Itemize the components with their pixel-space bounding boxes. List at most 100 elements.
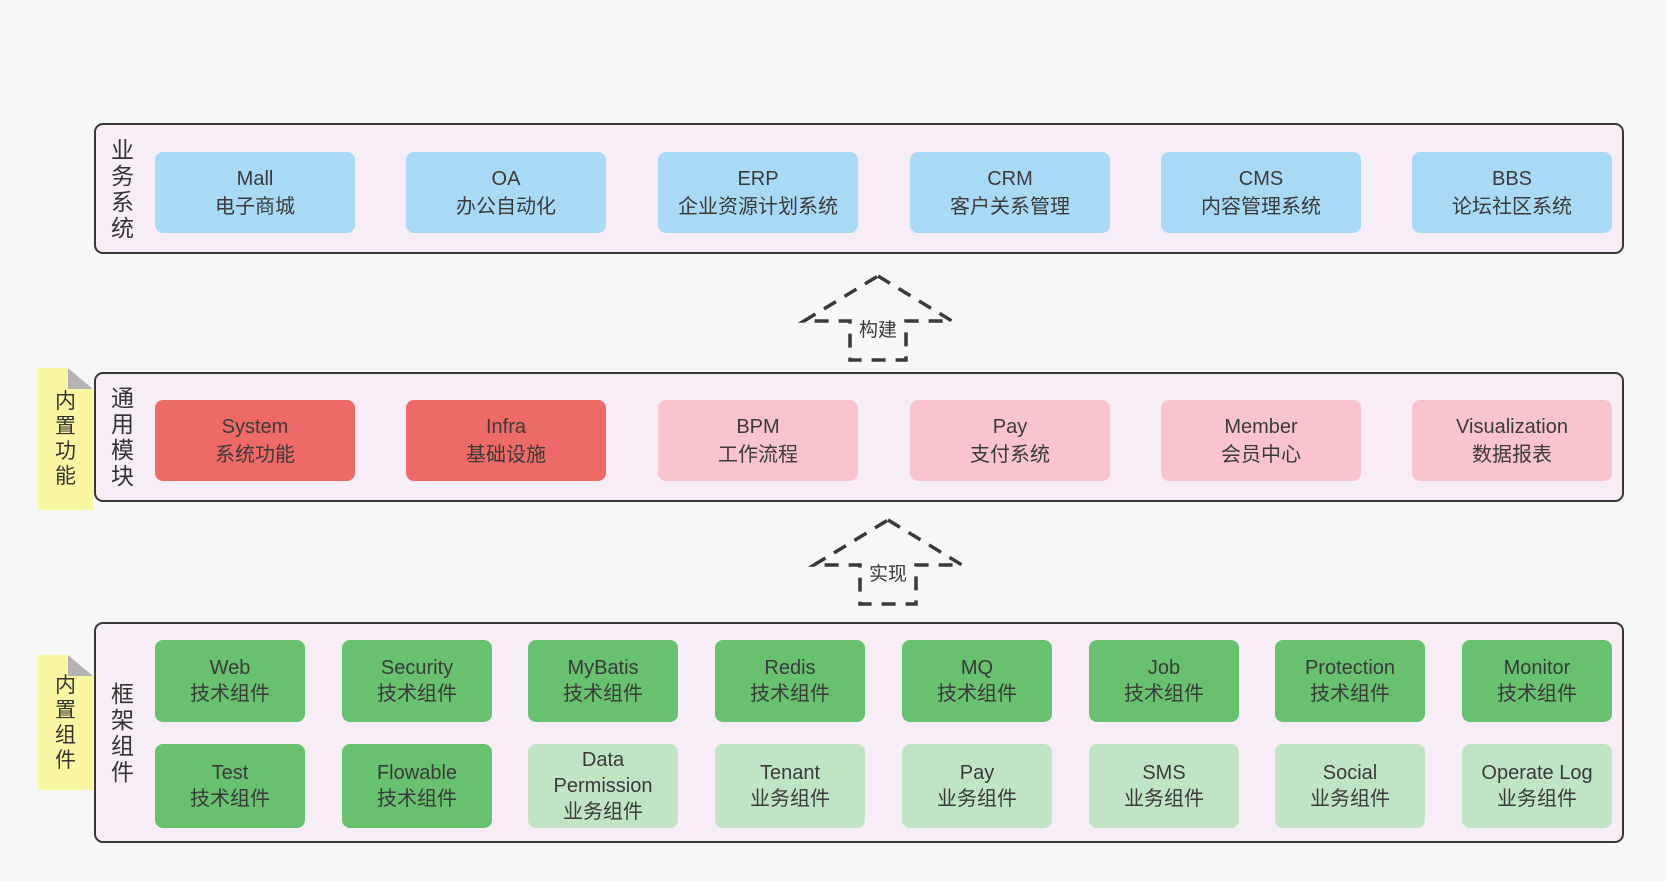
box-title: Operate Log xyxy=(1481,762,1593,784)
component-box-job: Job 技术组件 xyxy=(1089,640,1239,722)
sticky-fold-icon xyxy=(68,368,93,389)
component-box-web: Web 技术组件 xyxy=(155,640,305,722)
sticky-label: 内置功能 xyxy=(55,390,76,488)
box-subtitle: 技术组件 xyxy=(1310,683,1390,705)
box-subtitle: 技术组件 xyxy=(1497,683,1577,705)
layer-business-systems: 业务系统 Mall 电子商城 OA 办公自动化 ERP 企业资源计划系统 CRM… xyxy=(94,123,1624,254)
component-box-protection: Protection 技术组件 xyxy=(1275,640,1425,722)
box-title: MyBatis xyxy=(567,657,639,679)
arrow-label: 构建 xyxy=(854,314,902,343)
layer-side-label: 业务系统 xyxy=(111,136,134,241)
box-subtitle: 支付系统 xyxy=(970,443,1050,466)
sticky-fold-icon xyxy=(68,655,93,676)
box-subtitle: 技术组件 xyxy=(563,683,643,705)
module-box-visualization: Visualization 数据报表 xyxy=(1412,400,1612,481)
arrow-label: 实现 xyxy=(864,558,912,587)
box-title: Web xyxy=(209,657,251,679)
module-box-pay: Pay 支付系统 xyxy=(910,400,1110,481)
dashed-up-arrow-icon xyxy=(808,517,968,606)
box-title: System xyxy=(221,415,289,438)
box-subtitle: 业务组件 xyxy=(563,801,643,823)
system-box-oa: OA 办公自动化 xyxy=(406,152,606,233)
box-title: Monitor xyxy=(1503,657,1571,679)
component-box-pay: Pay 业务组件 xyxy=(902,744,1052,828)
box-subtitle: 基础设施 xyxy=(466,443,546,466)
component-box-tenant: Tenant 业务组件 xyxy=(715,744,865,828)
module-box-bpm: BPM 工作流程 xyxy=(658,400,858,481)
component-box-security: Security 技术组件 xyxy=(342,640,492,722)
box-title: Test xyxy=(211,762,249,784)
box-subtitle: 论坛社区系统 xyxy=(1452,195,1572,218)
system-box-mall: Mall 电子商城 xyxy=(155,152,355,233)
component-box-redis: Redis 技术组件 xyxy=(715,640,865,722)
box-title: Infra xyxy=(485,415,527,438)
system-box-bbs: BBS 论坛社区系统 xyxy=(1412,152,1612,233)
module-box-system: System 系统功能 xyxy=(155,400,355,481)
layer-side-label: 框架组件 xyxy=(111,680,134,785)
box-subtitle: 系统功能 xyxy=(215,443,295,466)
component-box-monitor: Monitor 技术组件 xyxy=(1462,640,1612,722)
box-subtitle: 技术组件 xyxy=(750,683,830,705)
component-box-sms: SMS 业务组件 xyxy=(1089,744,1239,828)
arrow-build: 构建 xyxy=(798,272,958,364)
component-box-mq: MQ 技术组件 xyxy=(902,640,1052,722)
box-title: Security xyxy=(380,657,454,679)
box-subtitle: 客户关系管理 xyxy=(950,195,1070,218)
box-title: CMS xyxy=(1238,167,1284,190)
box-title: Pay xyxy=(959,762,995,784)
layer-framework-components: 框架组件 Web 技术组件 Security 技术组件 MyBatis 技术组件… xyxy=(94,622,1624,843)
box-title: Protection xyxy=(1304,657,1396,679)
box-subtitle: 办公自动化 xyxy=(456,195,556,218)
box-title: BPM xyxy=(736,415,780,438)
system-box-crm: CRM 客户关系管理 xyxy=(910,152,1110,233)
box-title: Data Permission xyxy=(553,749,653,797)
component-box-operate-log: Operate Log 业务组件 xyxy=(1462,744,1612,828)
box-title: ERP xyxy=(737,167,779,190)
box-title: SMS xyxy=(1142,762,1186,784)
box-subtitle: 技术组件 xyxy=(190,788,270,810)
box-title: Visualization xyxy=(1456,415,1568,438)
box-title: MQ xyxy=(960,657,994,679)
sticky-note-built-in-functions: 内置功能 xyxy=(38,368,93,510)
dashed-up-arrow-icon xyxy=(798,273,958,362)
box-subtitle: 内容管理系统 xyxy=(1201,195,1321,218)
box-subtitle: 技术组件 xyxy=(190,683,270,705)
box-title: Redis xyxy=(764,657,816,679)
layer-side-label: 通用模块 xyxy=(111,385,134,489)
box-title: Mall xyxy=(236,167,274,190)
box-subtitle: 技术组件 xyxy=(1124,683,1204,705)
box-subtitle: 业务组件 xyxy=(937,788,1017,810)
system-box-erp: ERP 企业资源计划系统 xyxy=(658,152,858,233)
box-subtitle: 业务组件 xyxy=(1497,788,1577,810)
box-subtitle: 企业资源计划系统 xyxy=(678,195,838,218)
module-box-member: Member 会员中心 xyxy=(1161,400,1361,481)
box-title: Social xyxy=(1322,762,1378,784)
module-box-infra: Infra 基础设施 xyxy=(406,400,606,481)
sticky-label: 内置组件 xyxy=(55,673,76,772)
layer-common-modules: 通用模块 System 系统功能 Infra 基础设施 BPM 工作流程 Pay… xyxy=(94,372,1624,502)
box-subtitle: 业务组件 xyxy=(1310,788,1390,810)
box-title: BBS xyxy=(1491,167,1533,190)
box-title: CRM xyxy=(987,167,1033,190)
box-title: Member xyxy=(1224,415,1298,438)
box-title: Pay xyxy=(992,415,1028,438)
component-box-social: Social 业务组件 xyxy=(1275,744,1425,828)
box-subtitle: 技术组件 xyxy=(937,683,1017,705)
box-subtitle: 会员中心 xyxy=(1221,443,1301,466)
component-box-data-permission: Data Permission 业务组件 xyxy=(528,744,678,828)
component-box-mybatis: MyBatis 技术组件 xyxy=(528,640,678,722)
component-box-test: Test 技术组件 xyxy=(155,744,305,828)
box-subtitle: 业务组件 xyxy=(1124,788,1204,810)
box-subtitle: 电子商城 xyxy=(215,195,295,218)
arrow-implement: 实现 xyxy=(808,516,968,608)
sticky-note-built-in-components: 内置组件 xyxy=(38,655,93,790)
box-title: Job xyxy=(1147,657,1181,679)
component-box-flowable: Flowable 技术组件 xyxy=(342,744,492,828)
box-subtitle: 业务组件 xyxy=(750,788,830,810)
box-title: OA xyxy=(491,167,521,190)
system-box-cms: CMS 内容管理系统 xyxy=(1161,152,1361,233)
box-title: Tenant xyxy=(759,762,821,784)
box-title: Flowable xyxy=(376,762,458,784)
box-subtitle: 技术组件 xyxy=(377,683,457,705)
